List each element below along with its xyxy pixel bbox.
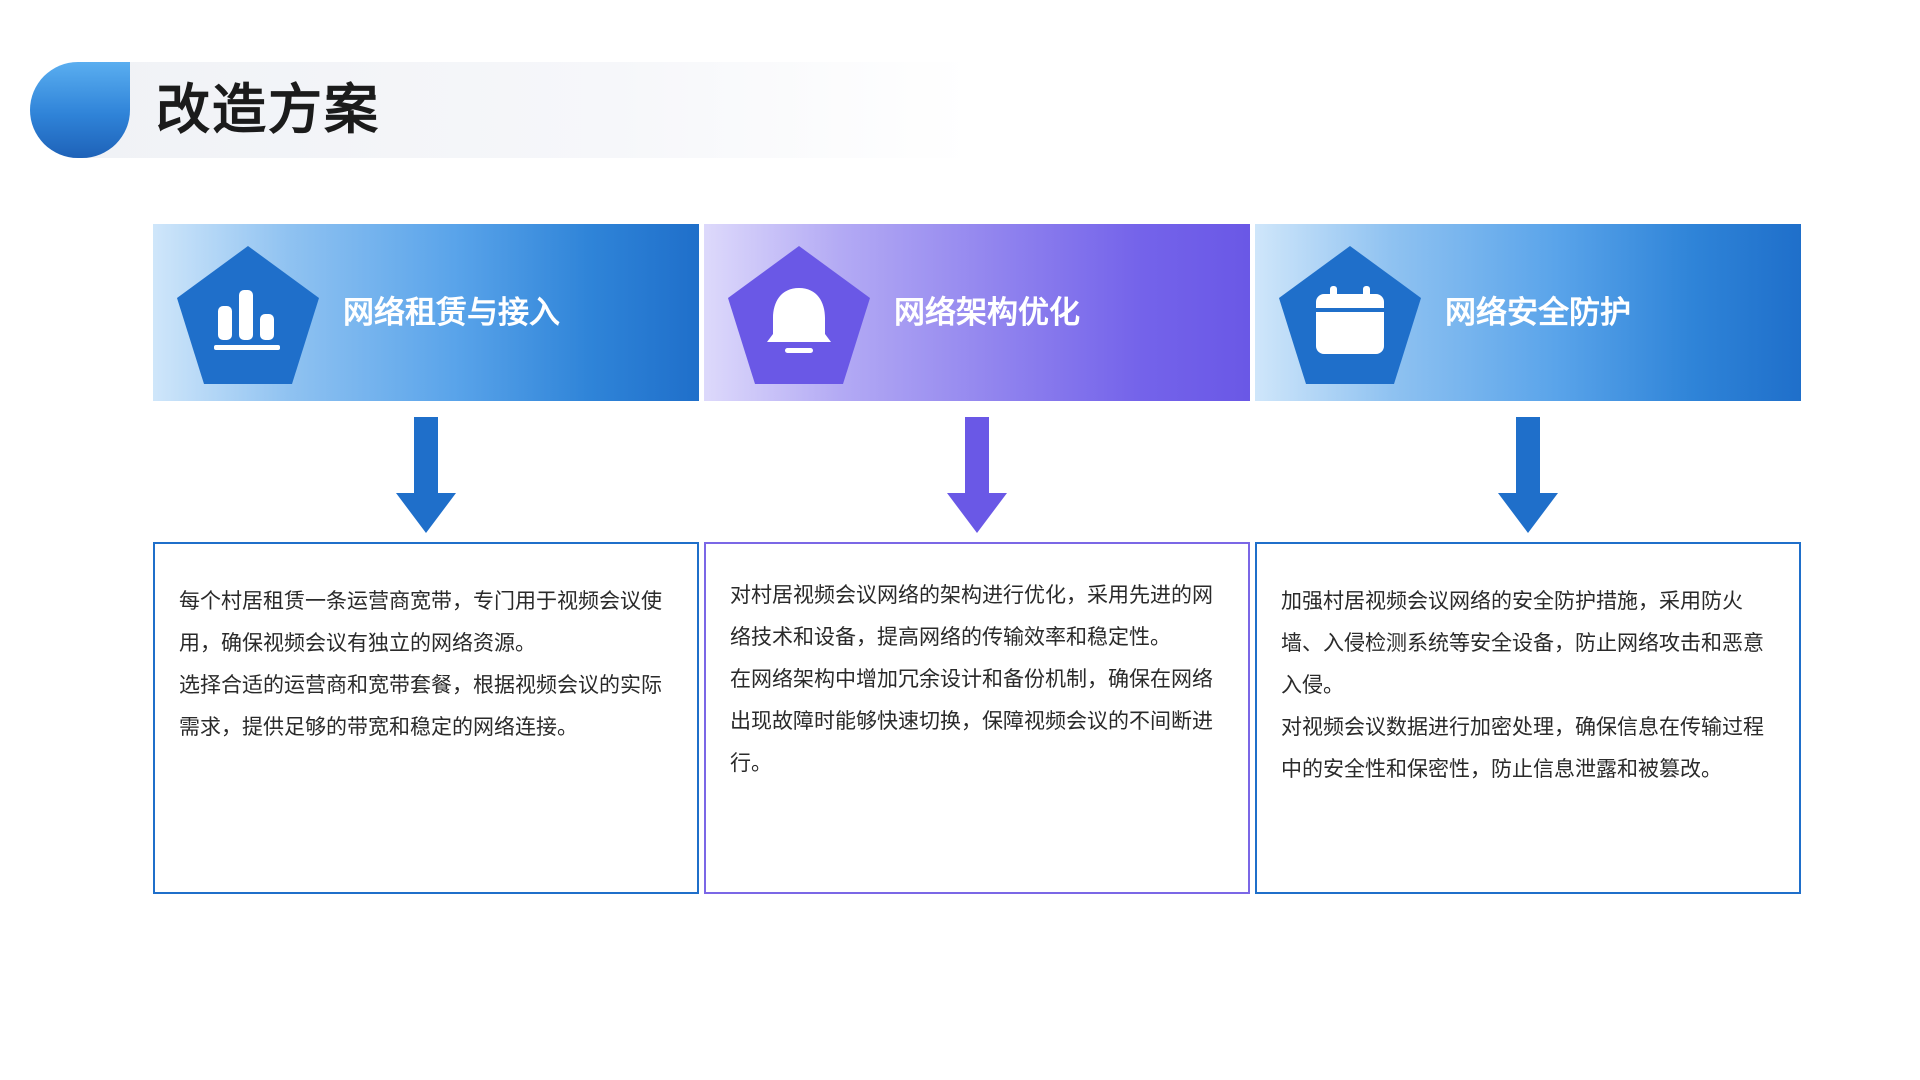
column-title: 网络租赁与接入: [343, 295, 560, 331]
paragraph: 对村居视频会议网络的架构进行优化，采用先进的网络技术和设备，提高网络的传输效率和…: [730, 583, 1213, 649]
title-badge: [30, 62, 130, 158]
column-title: 网络架构优化: [894, 295, 1080, 331]
title-band: [72, 62, 972, 158]
calendar-icon: [1310, 282, 1390, 362]
bell-icon: [759, 282, 839, 362]
content-text: 加强村居视频会议网络的安全防护措施，采用防火墙、入侵检测系统等安全设备，防止网络…: [1281, 580, 1771, 790]
page-title: 改造方案: [156, 78, 380, 141]
content-box: 每个村居租赁一条运营商宽带，专门用于视频会议使用，确保视频会议有独立的网络资源。…: [153, 542, 699, 894]
column-header: 网络租赁与接入: [153, 224, 699, 401]
content-text: 对村居视频会议网络的架构进行优化，采用先进的网络技术和设备，提高网络的传输效率和…: [730, 574, 1220, 784]
paragraph: 每个村居租赁一条运营商宽带，专门用于视频会议使用，确保视频会议有独立的网络资源。: [179, 589, 662, 655]
column-header: 网络架构优化: [704, 224, 1250, 401]
column-title: 网络安全防护: [1445, 295, 1631, 331]
column-network-architecture: 网络架构优化 对村居视频会议网络的架构进行优化，采用先进的网络技术和设备，提高网…: [704, 224, 1250, 894]
column-network-security: 网络安全防护 加强村居视频会议网络的安全防护措施，采用防火墙、入侵检测系统等安全…: [1255, 224, 1801, 894]
arrow-down-icon: [1498, 417, 1558, 533]
bar-chart-icon: [208, 282, 288, 362]
arrow-down-icon: [396, 417, 456, 533]
content-text: 每个村居租赁一条运营商宽带，专门用于视频会议使用，确保视频会议有独立的网络资源。…: [179, 580, 669, 748]
paragraph: 加强村居视频会议网络的安全防护措施，采用防火墙、入侵检测系统等安全设备，防止网络…: [1281, 589, 1764, 697]
column-header: 网络安全防护: [1255, 224, 1801, 401]
paragraph: 对视频会议数据进行加密处理，确保信息在传输过程中的安全性和保密性，防止信息泄露和…: [1281, 715, 1764, 781]
column-network-lease: 网络租赁与接入 每个村居租赁一条运营商宽带，专门用于视频会议使用，确保视频会议有…: [153, 224, 699, 894]
content-box: 对村居视频会议网络的架构进行优化，采用先进的网络技术和设备，提高网络的传输效率和…: [704, 542, 1250, 894]
paragraph: 在网络架构中增加冗余设计和备份机制，确保在网络出现故障时能够快速切换，保障视频会…: [730, 667, 1213, 775]
content-box: 加强村居视频会议网络的安全防护措施，采用防火墙、入侵检测系统等安全设备，防止网络…: [1255, 542, 1801, 894]
arrow-down-icon: [947, 417, 1007, 533]
paragraph: 选择合适的运营商和宽带套餐，根据视频会议的实际需求，提供足够的带宽和稳定的网络连…: [179, 673, 662, 739]
